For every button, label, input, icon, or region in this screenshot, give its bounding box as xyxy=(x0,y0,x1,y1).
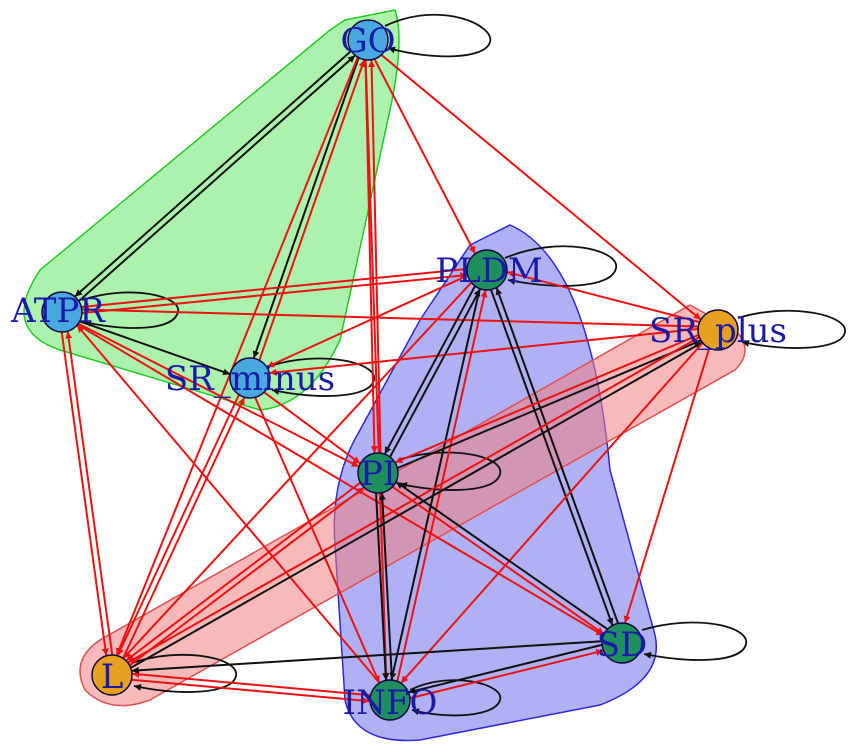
node-circle xyxy=(347,19,389,61)
edge-atpr-to-pi xyxy=(78,322,360,468)
edge-pldm-to-l xyxy=(122,281,472,659)
edge-pi-to-sd xyxy=(392,486,605,635)
node-label: L xyxy=(101,657,124,697)
edge-pldm-to-info xyxy=(389,288,481,681)
edge-sd-to-l xyxy=(131,640,602,674)
edge-sr_minus-to-l xyxy=(116,394,240,657)
node-pldm[interactable]: PLDM xyxy=(435,249,543,291)
edge-pldm-to-sd xyxy=(490,289,614,626)
node-pi[interactable]: PI xyxy=(357,452,399,494)
group-hull-green xyxy=(23,9,400,411)
self-loop-sd xyxy=(641,621,747,661)
self-loop-info xyxy=(409,679,501,717)
edge-sr_plus-to-atpr xyxy=(82,306,699,328)
edge-sr_plus-to-l xyxy=(127,336,700,664)
node-circle xyxy=(357,452,399,494)
node-info[interactable]: INFO xyxy=(343,679,438,723)
node-sd[interactable]: SD xyxy=(597,622,648,665)
edge-atpr-to-sd xyxy=(77,323,604,637)
edge-sr_plus-to-sd xyxy=(623,347,711,624)
edge-l-to-sr_minus xyxy=(122,396,246,659)
node-sr-plus[interactable]: SR_plus xyxy=(649,309,787,351)
edge-go-to-pldm xyxy=(373,58,477,255)
node-circle xyxy=(91,654,133,696)
edge-go-to-sr_plus xyxy=(380,54,702,321)
edge-sr_minus-to-go xyxy=(258,59,366,361)
edges xyxy=(60,50,711,705)
edge-info-to-pldm xyxy=(396,289,488,682)
edge-pi-to-info xyxy=(375,493,390,681)
edge-go-to-sr_minus xyxy=(252,57,360,359)
node-circle xyxy=(697,309,739,351)
edge-pi-to-l xyxy=(125,481,361,662)
node-circle xyxy=(229,357,271,399)
edge-sr_plus-to-sr_minus xyxy=(269,328,698,376)
node-label: PLDM xyxy=(435,251,543,291)
edge-sd-to-pi xyxy=(395,481,608,630)
edge-pldm-to-sr_minus xyxy=(266,274,468,368)
edge-pldm-to-atpr xyxy=(81,267,467,310)
node-circle xyxy=(369,679,411,721)
edge-atpr-to-pldm xyxy=(82,272,468,315)
self-loop-pldm xyxy=(504,245,617,287)
node-circle xyxy=(466,249,508,291)
edge-l-to-info xyxy=(131,678,370,705)
edge-go-to-info xyxy=(364,60,390,681)
edge-info-to-pi xyxy=(378,492,393,680)
edge-pi-to-pldm xyxy=(389,288,482,458)
edge-info-to-atpr xyxy=(76,324,381,684)
edge-pi-to-go xyxy=(368,59,382,453)
self-loop-sr-minus xyxy=(269,357,375,397)
edge-atpr-to-l xyxy=(60,332,109,656)
node-atpr[interactable]: ATPR xyxy=(10,291,106,333)
node-circle xyxy=(601,622,643,664)
self-loop-sr-plus xyxy=(737,309,846,349)
edge-go-to-atpr xyxy=(74,50,352,298)
edge-atpr-to-sr_minus xyxy=(79,320,231,376)
edge-sd-to-pldm xyxy=(495,287,619,624)
node-label: INFO xyxy=(343,683,438,723)
edge-info-to-l xyxy=(132,670,371,697)
node-go[interactable]: GO xyxy=(340,19,396,61)
edge-sd-to-info xyxy=(408,643,603,695)
edge-l-to-sr_plus xyxy=(130,341,703,669)
edge-sr_plus-to-pldm xyxy=(506,270,700,324)
node-label: SD xyxy=(597,625,648,665)
self-loop-go xyxy=(384,13,491,58)
edge-l-to-pi xyxy=(129,486,365,667)
edge-info-to-sd xyxy=(409,648,604,700)
self-loop-l xyxy=(131,653,237,693)
edge-atpr-to-go xyxy=(78,54,356,302)
edge-sr_plus-to-pi xyxy=(394,334,699,464)
edge-pi-to-sr_plus xyxy=(397,339,702,469)
node-sr-minus[interactable]: SR_minus xyxy=(165,357,335,399)
node-label: SR_minus xyxy=(165,359,335,399)
edge-sr_minus-to-pi xyxy=(263,391,361,465)
edge-sr_minus-to-info xyxy=(254,397,381,684)
node-label: SR_plus xyxy=(649,311,787,351)
edge-pldm-to-pi xyxy=(383,285,476,455)
node-label: PI xyxy=(360,454,396,494)
node-l[interactable]: L xyxy=(91,654,133,697)
edge-sr_plus-to-info xyxy=(400,342,704,684)
edge-go-to-l xyxy=(115,57,359,656)
node-label: ATPR xyxy=(10,291,106,331)
edge-l-to-atpr xyxy=(65,331,114,655)
node-circle xyxy=(41,291,83,333)
node-label: GO xyxy=(340,21,395,61)
